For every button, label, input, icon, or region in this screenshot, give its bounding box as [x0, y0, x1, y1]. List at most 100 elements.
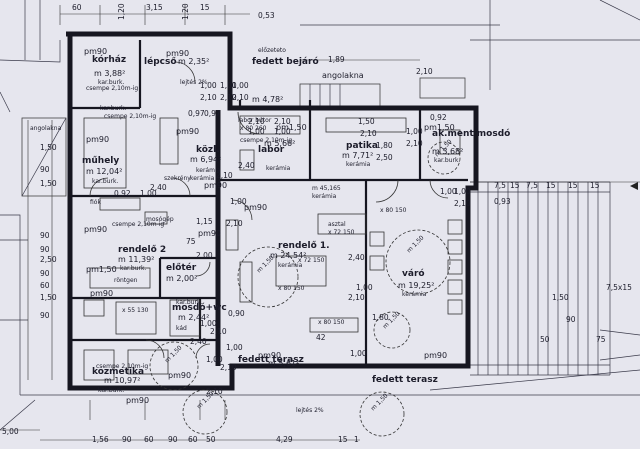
room-name-eloter: előtér: [166, 262, 197, 273]
room-area-muhely: m 12,04²: [86, 167, 122, 176]
room-name-fedett-bejaro: fedett bejáró: [252, 56, 319, 67]
door-label: pm1,50: [86, 265, 117, 274]
room-floor-varo: kerámia: [402, 291, 427, 298]
dim-label: 15: [546, 181, 556, 190]
dim-label: 2,10: [220, 93, 237, 102]
dim-label: 1,50: [40, 143, 57, 152]
dim-label: 0,53: [258, 11, 275, 20]
room-labels: kórház m 3,88² kar.burk. lépcső m 2,35² …: [82, 54, 510, 394]
dim-label: 0,92: [430, 113, 447, 122]
room-area-kozmetika: m 10,97²: [104, 376, 140, 385]
plan-note: x 80 260: [240, 125, 267, 132]
room-area-kozl: m 6,94²: [190, 155, 221, 164]
room-floor-rendelo1: kerámia: [278, 262, 303, 269]
dim-label: 90: [40, 231, 50, 240]
dim-label: 1,00: [248, 127, 265, 136]
site-lines: [0, 0, 640, 431]
label-slope-2: lejtés 2%: [180, 79, 208, 86]
dim-label: 1,00: [356, 283, 373, 292]
angolakna-area: [21, 117, 67, 197]
plan-note: m 45,165: [312, 185, 341, 192]
door-label: pm90: [258, 351, 281, 360]
room-area-varo: m 19,25²: [398, 281, 434, 290]
dim-label: 75: [186, 237, 196, 246]
plan-note: x 72 150: [328, 229, 355, 236]
plan-note: kerámia: [190, 175, 215, 182]
dims-left: 5,00 1,50 90 1,50 90 90 2,50 90 60 1,50 …: [2, 143, 57, 436]
dim-label: 1,00: [200, 319, 217, 328]
dim-label: 3,15: [146, 3, 163, 12]
dim-label: 15: [590, 181, 600, 190]
dim-label: 2,40: [150, 183, 167, 192]
plan-note: kád: [176, 325, 187, 332]
dim-label: 2,10: [210, 327, 227, 336]
dim-label: 0,92: [114, 189, 131, 198]
exterior-walls: [66, 31, 479, 391]
dim-label: 90: [40, 311, 50, 320]
room-floor-labor: kerámia: [266, 165, 291, 172]
room-name-mosdo-wc: mosdó+wc: [172, 302, 227, 313]
dim-label: 2,00: [196, 251, 213, 260]
door-label: pm90: [126, 396, 149, 405]
plan-note: kar.burk.: [100, 105, 126, 112]
dim-label: 2,10: [454, 199, 471, 208]
dim-label: 1,00: [230, 197, 247, 206]
dim-label: 1,00: [140, 189, 157, 198]
room-area-rendelo1: m 24,54²: [270, 251, 306, 260]
room-area-fedett-bejaro: m 4,78²: [252, 95, 283, 104]
dim-label: 1,00: [232, 81, 249, 90]
dim-label: 1,00: [406, 127, 423, 136]
turning-circles: [149, 141, 461, 437]
plan-note: x 80 150: [318, 319, 345, 326]
dim-label: 1,50: [40, 293, 57, 302]
dim-label: 1,80: [372, 313, 389, 322]
dim-label: 60: [144, 435, 154, 444]
label-angolakna: angolakna: [322, 71, 364, 80]
room-name-patika: patika: [346, 141, 378, 151]
dim-label: 42: [316, 333, 326, 342]
plan-note: szekrény: [164, 175, 191, 182]
room-name-kozmetika: kozmetika: [92, 367, 144, 377]
dim-label: 2,10: [220, 363, 237, 372]
misc-labels: angolakna angolakna előzeteto lejtés 2% …: [30, 47, 632, 414]
dim-label: 1,00: [200, 81, 217, 90]
dim-label: 1,56: [92, 435, 109, 444]
dim-label: 50: [540, 335, 550, 344]
door-label: pm90: [166, 49, 189, 58]
dim-label: 1,50: [358, 117, 375, 126]
door-labels: pm90 pm90 pm90 pm90 pm90 pm90 pm90 pm90 …: [84, 47, 455, 405]
label-angolakna-small: angolakna: [30, 125, 62, 132]
dim-label: 0,97: [204, 109, 221, 118]
dim-label: 90: [40, 269, 50, 278]
dim-label: 1,00: [220, 81, 237, 90]
dim-label: 0,93: [494, 197, 511, 206]
door-label: pm90: [84, 47, 107, 56]
label-mosogep: mosógép: [146, 216, 174, 223]
dim-label: 1,15: [196, 217, 213, 226]
plan-note: csempe 2,10m-ig: [86, 85, 138, 92]
plan-note: asztal: [328, 221, 346, 228]
dim-label: 1,00: [226, 343, 243, 352]
dimension-lines: [0, 5, 640, 441]
dim-label: 90: [40, 245, 50, 254]
dim-label: 90: [40, 165, 50, 174]
room-name-labor: labor: [258, 145, 285, 155]
room-area-fedett-terasz: m 5,61²: [268, 359, 299, 368]
room-floor-patika: kerámia: [346, 161, 371, 168]
room-floor-korhaz: kar.burk.: [98, 79, 124, 86]
label-fiok: fiók: [90, 199, 101, 206]
dim-label: 7,5: [494, 181, 506, 190]
room-area-patika: m 7,71²: [342, 151, 373, 160]
plan-note: labor bútor: [238, 117, 272, 124]
dims-bottom: 1,56 90 60 90 60 50 4,29 15 1: [92, 435, 359, 444]
room-name-fedett-terasz-2: fedett terasz: [372, 375, 438, 385]
dims-top: 60 1,20 3,15 1,20 15 0,53 1,89 2,10 7,5 …: [72, 3, 600, 190]
dim-label: 60: [188, 435, 198, 444]
dim-label: 1,00: [274, 127, 291, 136]
pergola-grid: [470, 181, 611, 376]
room-name-rendelo2: rendelő 2: [118, 245, 166, 255]
room-area-akment: m 3,68²: [432, 147, 463, 156]
dim-label: 1,00: [440, 187, 457, 196]
label-scale: 7,5x15: [606, 283, 632, 292]
